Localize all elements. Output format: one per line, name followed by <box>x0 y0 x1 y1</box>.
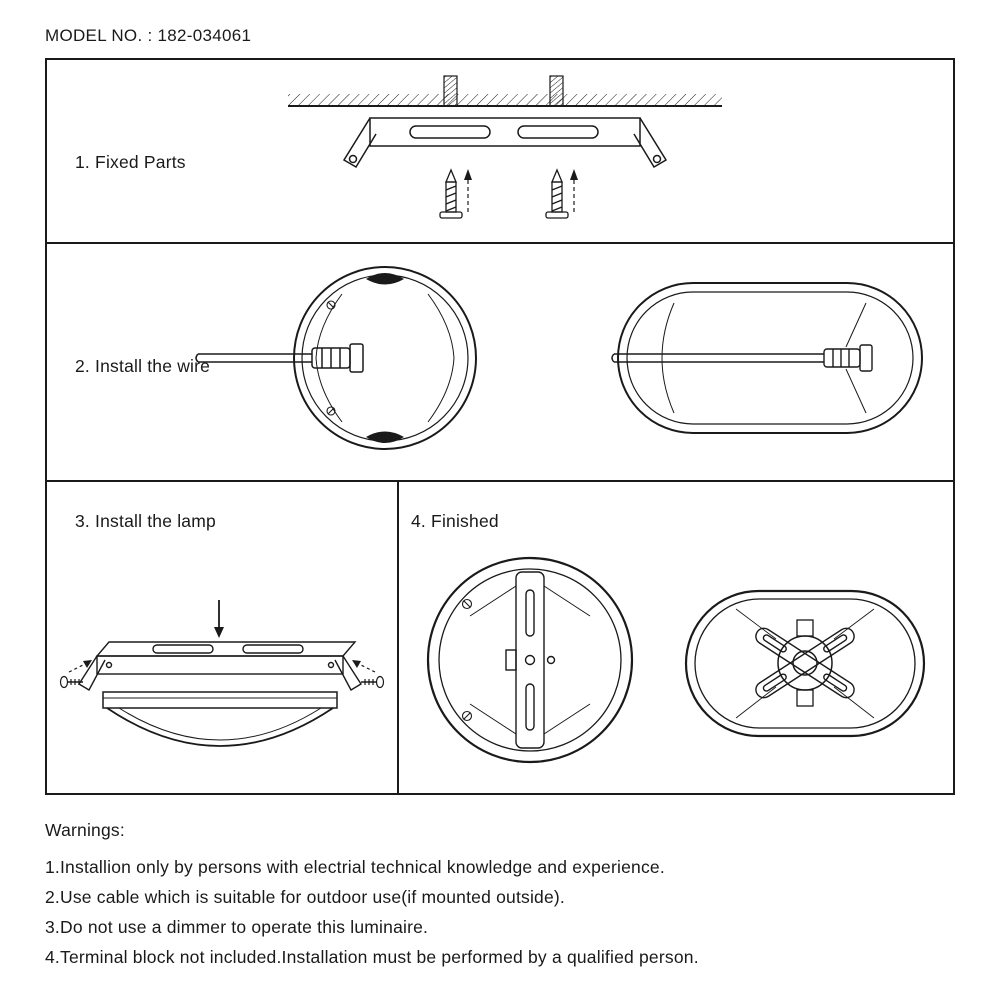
cable-gland <box>823 344 873 372</box>
lamp-body <box>102 691 338 747</box>
screw-right-icon <box>545 168 569 219</box>
mounting-bracket <box>342 117 668 169</box>
warning-item-1: 1.Installion only by persons with electr… <box>45 857 665 877</box>
cross-bracket <box>755 619 855 707</box>
mounting-strap <box>505 571 556 749</box>
finished-round-lamp-diagram <box>426 556 634 764</box>
step-3-label: 3. Install the lamp <box>75 511 216 531</box>
insert-arrow-left-icon <box>464 169 472 212</box>
fixing-screws <box>461 598 473 722</box>
fixing-screws <box>326 300 336 416</box>
screw-left-icon <box>439 168 463 219</box>
step-3-cell: 3. Install the lamp <box>47 482 399 793</box>
wire <box>195 353 312 363</box>
oval-base-wire-diagram <box>611 282 923 434</box>
reflector-lines <box>735 608 875 719</box>
step-2-label: 2. Install the wire <box>75 356 211 376</box>
oval-base-outline <box>617 282 923 434</box>
instruction-grid: 1. Fixed Parts <box>45 58 955 795</box>
warnings-title: Warnings: <box>45 820 125 840</box>
base-contours <box>661 302 867 414</box>
cable-gland <box>311 343 364 373</box>
step-2-cell: 2. Install the wire <box>47 244 953 482</box>
finished-oval-lamp-diagram <box>684 589 926 738</box>
down-arrow-icon <box>214 600 224 638</box>
fixed-parts-diagram <box>288 75 722 219</box>
step-1-cell: 1. Fixed Parts <box>47 60 953 244</box>
oval-lamp-outline <box>684 589 926 738</box>
reflector-lines <box>469 585 591 735</box>
side-screw-right-icon <box>352 660 385 689</box>
warning-item-3: 3.Do not use a dimmer to operate this lu… <box>45 917 429 937</box>
insert-arrow-right-icon <box>570 169 578 212</box>
step-3-4-row: 3. Install the lamp <box>47 482 953 793</box>
install-lamp-diagram <box>59 600 385 747</box>
model-number: MODEL NO. : 182-034061 <box>45 26 252 45</box>
round-base-wire-diagram <box>195 266 477 450</box>
warning-item-4: 4.Terminal block not included.Installati… <box>45 947 699 967</box>
step-4-label: 4. Finished <box>411 511 499 531</box>
step-4-cell: 4. Finished <box>399 482 953 793</box>
round-lamp-outline <box>426 556 634 764</box>
step-1-label: 1. Fixed Parts <box>75 152 186 172</box>
warnings-section: Warnings: 1.Installion only by persons w… <box>45 820 699 972</box>
mounting-pads <box>366 273 404 443</box>
side-screw-left-icon <box>59 660 92 689</box>
mounting-plate <box>78 641 362 691</box>
warning-item-2: 2.Use cable which is suitable for outdoo… <box>45 887 565 907</box>
wire <box>611 353 824 363</box>
base-contours <box>315 293 455 423</box>
ceiling <box>288 94 722 107</box>
